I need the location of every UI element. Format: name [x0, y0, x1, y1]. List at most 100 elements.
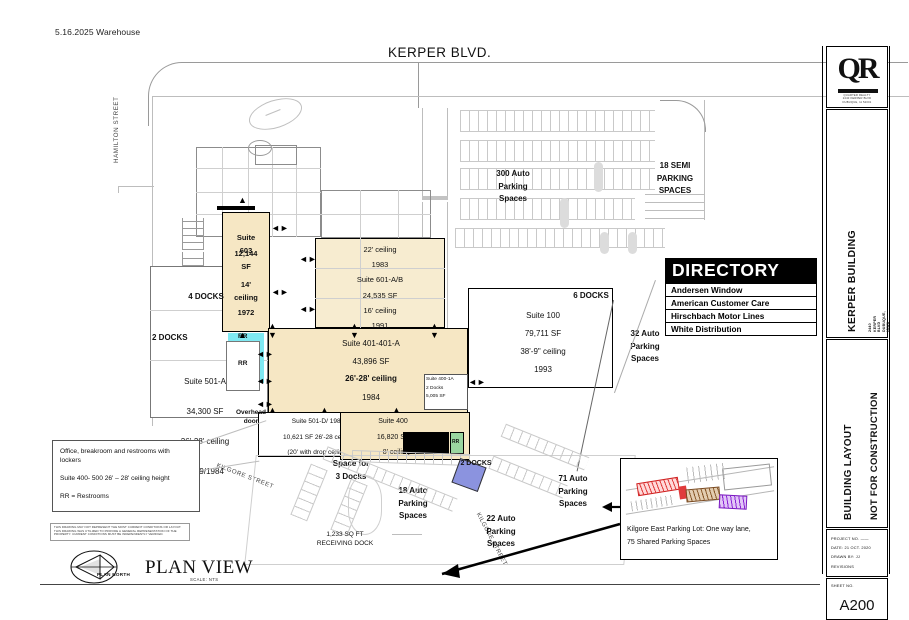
company-logo: QR	[837, 52, 880, 85]
inset-leader-arrow	[441, 522, 621, 578]
sheet-bottom-rule	[40, 584, 820, 585]
directory-heading: DIRECTORY	[666, 259, 816, 283]
project-no-value: ——	[860, 536, 869, 541]
dim-arrow-8: ◄►	[468, 377, 486, 387]
inset-panel-kilgore: Kilgore East Parking Lot: One way lane, …	[620, 458, 778, 560]
median-line-a	[422, 108, 423, 198]
suite-100-name: Suite 100	[526, 311, 560, 320]
suite-501d-name: Suite 501-D/ 1984	[291, 418, 345, 425]
parking-field-c	[460, 168, 655, 190]
dock-comb-left	[182, 218, 204, 250]
note-line-1: Office, breakroom and restrooms with loc…	[60, 448, 170, 464]
hamilton-vert	[118, 186, 119, 193]
wb-p9	[360, 190, 361, 238]
title-block: QR QUARTER REALTY 2440 KERPER BLVD DUBUQ…	[826, 46, 890, 620]
suite-601-line1: 22' ceiling	[363, 245, 397, 254]
date-row: DATE: 21 OCT. 2020	[831, 543, 883, 552]
parking-field-d	[460, 198, 635, 220]
wb-p5	[248, 147, 249, 237]
drawn-by-value: JJ	[855, 554, 861, 560]
construction-status: NOT FOR CONSTRUCTION	[869, 392, 880, 520]
inset-caption-line-2: 75 Shared Parking Spaces	[627, 539, 711, 546]
wb-p7	[296, 147, 297, 237]
suite-601-year: 1991	[371, 321, 389, 330]
median-line-b	[447, 108, 448, 198]
street-label-hamilton: HAMILTON STREET	[113, 96, 120, 163]
suite-100-area: 79,711 SF	[524, 329, 562, 338]
wb-dock-marker	[217, 206, 255, 210]
directory-panel: DIRECTORY Andersen Window American Custo…	[665, 258, 817, 336]
dim-arrow-v5: ▲	[320, 405, 329, 415]
directory-tenant-2: Hirschbach Motor Lines	[666, 309, 816, 322]
callout-2-docks-left: 2 DOCKS	[152, 333, 188, 342]
inset-building	[721, 463, 773, 491]
suite-601-area: 24,535 SF	[362, 291, 398, 300]
suite-603-ceiling: 14' ceiling	[234, 280, 258, 302]
project-name-box: KERPER BUILDING 2440 KERPER BLVD DUBUQUE…	[826, 109, 890, 338]
wb-p1	[196, 168, 321, 169]
project-no-label: PROJECT NO.	[831, 536, 860, 541]
plan-north-icon	[70, 550, 118, 584]
dim-arrow-v4: ▲	[268, 405, 277, 415]
semi-line-2	[645, 202, 705, 203]
suite-401-ceiling: 26'-28' ceiling	[345, 374, 397, 383]
parking-field-a	[460, 110, 655, 132]
dim-arrow-v8: ▲	[238, 195, 247, 205]
semi-line-3	[645, 210, 705, 211]
callout-receiving-dock: 1,233 SQ FT RECEIVING DOCK	[316, 531, 374, 547]
dim-arrow-6: ◄►	[256, 376, 274, 386]
suite-400-1a-area: 5,005 SF	[426, 394, 446, 399]
directory-tenant-1: American Customer Care	[666, 296, 816, 309]
callout-18-semi-parking: 18 SEMI PARKING SPACES	[656, 161, 694, 195]
parking-field-b	[460, 140, 655, 162]
suite-603-area: 12,144 SF	[234, 249, 258, 271]
plan-view-title: PLAN VIEW	[145, 557, 254, 578]
callout-4-docks: 4 DOCKS	[188, 292, 224, 301]
road-line-median	[418, 62, 419, 108]
restroom-tag-core: RR	[238, 360, 248, 367]
dim-arrow-7: ◄►	[256, 399, 274, 409]
note-line-3: RR = Restrooms	[60, 493, 109, 500]
date-value: 21 OCT. 2020	[844, 545, 871, 551]
semi-line-1	[645, 194, 705, 195]
sheet-no-label: SHEET NO.	[831, 583, 854, 588]
suite-601-name: Suite 601-A/B	[356, 275, 404, 284]
road-curve-kerper	[148, 62, 418, 122]
inset-building-grid	[686, 462, 728, 484]
project-meta-box: PROJECT NO. —— DATE: 21 OCT. 2020 DRAWN …	[826, 529, 888, 577]
directory-tenant-0: Andersen Window	[666, 283, 816, 296]
s501a-grid2	[150, 360, 268, 361]
drawn-by-label: DRAWN BY:	[831, 554, 855, 560]
drawing-sheet: 5.16.2025 Warehouse HAMILTON STREET KILG…	[40, 27, 909, 620]
road-line-top-right	[418, 62, 908, 63]
restroom-band-top	[228, 333, 258, 341]
disclaimer-box: THIS DRAWING MAY NOT REPRESENT THE MOST …	[50, 523, 190, 541]
callout-22-auto-parking: 22 Auto Parking Spaces	[486, 514, 516, 548]
dim-arrow-v2: ▲▼	[350, 321, 359, 340]
suite-100-ceiling: 38'-9" ceiling	[520, 347, 566, 356]
suite-603-name: Suite 603	[236, 233, 256, 255]
directory-tenant-3: White Distribution	[666, 322, 816, 335]
title-block-rule-right	[889, 46, 890, 574]
logo-bar	[838, 89, 878, 93]
suite-601-ceiling: 16' ceiling	[363, 306, 397, 315]
revisions-label: REVISIONS	[831, 563, 854, 569]
dim-arrow-v1: ▲▼	[268, 321, 277, 340]
logo-box: QR QUARTER REALTY 2440 KERPER BLVD DUBUQ…	[826, 46, 888, 108]
project-no-row: PROJECT NO. ——	[831, 534, 883, 543]
parking-island-c	[600, 232, 609, 254]
suite-501a-area: 34,300 SF	[186, 407, 224, 416]
suite-603-year: 1972	[237, 308, 255, 317]
suite-400-1a-label: Suite 400-1A 2 Docks 5,005 SF	[426, 376, 470, 402]
wb-p4	[222, 147, 223, 237]
restroom-tag-suite400: RR	[452, 439, 460, 445]
parking-island-a	[594, 162, 603, 192]
header-note: 5.16.2025 Warehouse	[55, 27, 141, 37]
callout-71-auto-parking: 71 Auto Parking Spaces	[558, 474, 588, 508]
dim-arrow-v7: ▲	[238, 330, 247, 340]
hamilton-edge	[118, 186, 154, 187]
s601-gridv	[360, 238, 361, 328]
suite-400-1a-docks: 2 Docks	[426, 385, 444, 391]
suite-401-area: 43,896 SF	[352, 357, 390, 366]
notes-panel: Office, breakroom and restrooms with loc…	[52, 440, 200, 512]
